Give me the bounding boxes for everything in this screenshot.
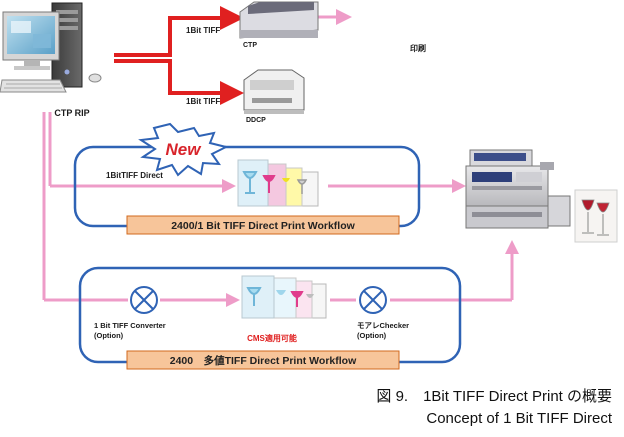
job-sheets-lower-icon (241, 275, 327, 319)
workflow-banner-1bit: 2400/1 Bit TIFF Direct Print Workflow (126, 215, 400, 235)
figure-caption-line-1: 図 9. 1Bit TIFF Direct Print の概要 (376, 388, 612, 405)
workflow-label-multi: 2400 多値TIFF Direct Print Workflow (170, 354, 357, 367)
figure-caption-line-2: Concept of 1 Bit TIFF Direct (426, 410, 612, 427)
print-label: 印刷 (410, 43, 426, 53)
cms-label: CMS適用可能 (247, 333, 297, 343)
ctp-device-icon (239, 1, 319, 39)
moire-checker-node-icon (359, 286, 387, 314)
new-badge-label: New (166, 140, 203, 159)
arrowhead-print (336, 9, 352, 25)
converter-sub-label: (Option) (94, 331, 124, 340)
ctp-label: CTP (243, 42, 257, 49)
arrowhead-direct-b (452, 179, 466, 193)
arrow-to-ddcp (114, 59, 244, 105)
arrowhead-lower-b (226, 293, 240, 307)
edge-label-to-ctp: 1Bit TIFF (186, 26, 220, 35)
moire-label: モアレChecker (357, 321, 409, 330)
new-badge: New (138, 122, 229, 177)
rip-label: CTP RIP (54, 108, 89, 118)
converter-label: 1 Bit TIFF Converter (94, 321, 166, 330)
converter-node-icon (130, 286, 158, 314)
pink-connectors (42, 15, 514, 302)
moire-sub-label: (Option) (357, 331, 387, 340)
ddcp-printer-icon (243, 69, 305, 114)
pink-arrowheads (222, 9, 519, 307)
workflow-banner-multi: 2400 多値TIFF Direct Print Workflow (126, 350, 400, 370)
red-connectors (114, 6, 244, 105)
edge-label-direct: 1BitTIFF Direct (106, 171, 163, 180)
production-printer-icon (465, 149, 571, 229)
workflow-label-1bit: 2400/1 Bit TIFF Direct Print Workflow (171, 220, 355, 232)
computer-icon (0, 2, 102, 93)
arrowhead-direct-a (222, 179, 236, 193)
ddcp-label: DDCP (246, 117, 266, 124)
arrowhead-lower-up (505, 240, 519, 254)
job-sheets-upper-icon (237, 159, 319, 207)
wine-glass-output-icon (574, 189, 618, 243)
edge-label-to-ddcp: 1Bit TIFF (186, 97, 220, 106)
arrow-to-ctp (114, 6, 244, 57)
